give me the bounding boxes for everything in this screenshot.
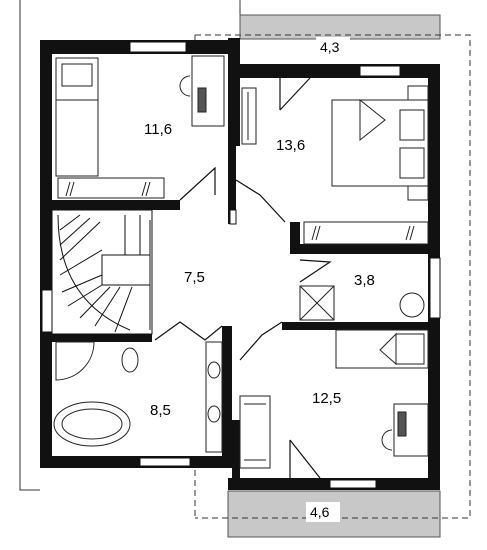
balcony-bottom-label-bg [306,502,340,522]
desk-se [381,403,429,457]
wardrobe-nw [57,177,165,199]
balcony-top-label-bg [316,37,350,57]
room-area-bedroom-se: 12,5 [312,390,341,407]
room-area-bedroom-ne: 13,6 [276,137,305,154]
wardrobe-ne [303,221,429,245]
wardrobe-se [239,395,271,469]
desk-nw [179,55,225,127]
room-area-bathroom: 8,5 [150,402,171,419]
wc-fixtures [299,285,425,321]
room-area-bedroom-nw: 11,6 [144,121,172,138]
balcony-area-bottom: 4,6 [310,504,330,520]
windows [41,41,441,489]
room-area-wc: 3,8 [354,272,375,289]
walls [40,38,440,490]
wardrobe-ne-left [241,87,257,145]
staircase [51,209,153,335]
balcony-area-top: 4,3 [320,39,340,55]
bed-nw [55,57,99,177]
bathroom-fixtures [53,341,223,453]
bed-ne [331,85,429,201]
room-area-hall: 7,5 [184,269,205,286]
roof-outline [19,0,241,491]
hall-partitions [154,75,332,479]
bed-se [335,329,429,369]
